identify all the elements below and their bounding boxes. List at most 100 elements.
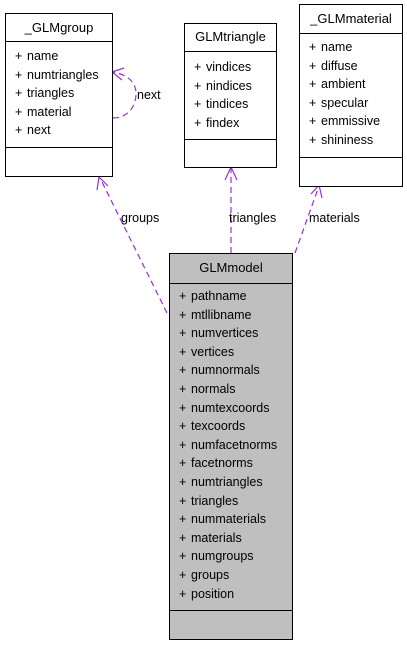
public-marker: + — [179, 289, 187, 303]
public-marker: + — [15, 67, 23, 82]
public-marker: + — [179, 493, 187, 508]
attribute-facetnorms: +facetnorms — [179, 454, 290, 473]
attribute-groups: + groups — [179, 566, 290, 585]
attribute-vindices: + vindices — [194, 58, 274, 77]
public-marker: + — [194, 97, 202, 112]
edge-label-next: next — [137, 88, 161, 102]
attribute-numfacetnorms: +numfacetnorms — [179, 436, 290, 455]
attribute-name: numnormals — [191, 363, 260, 378]
attribute-numvertices: + numvertices — [179, 324, 290, 343]
attribute-name: findex — [206, 115, 240, 130]
attribute-emmissive: + emmissive — [309, 112, 400, 131]
attribute-name: position — [191, 586, 235, 601]
attribute-name: shininess — [321, 132, 374, 147]
public-marker: + — [179, 344, 187, 359]
arrowhead-next — [110, 67, 125, 81]
class-divider — [300, 33, 402, 34]
attribute-nummaterials: + nummaterials — [179, 510, 290, 529]
attribute-normals: + normals — [179, 380, 290, 399]
public-marker: + — [179, 567, 187, 582]
attribute-name: emmissive — [321, 114, 381, 129]
attribute-list-glmmodel: + pathname + mtllibname + numvertices + vertice… — [179, 287, 290, 603]
attribute-name: + name — [309, 38, 400, 57]
attribute-name: next — [27, 123, 51, 138]
attribute-ambient: + ambient — [309, 75, 400, 94]
attribute-nindices: + nindices — [194, 77, 274, 96]
public-marker: + — [194, 60, 202, 74]
public-marker: + — [179, 326, 187, 341]
public-marker: + — [309, 40, 317, 54]
attribute-numgroups: + numgroups — [179, 547, 290, 566]
attribute-name: vindices — [206, 60, 252, 74]
attribute-materials: +materials — [179, 529, 290, 548]
attribute-tindices: + tindices — [194, 95, 274, 114]
attribute-numtriangles: + numtriangles — [15, 66, 110, 85]
class-divider — [300, 157, 402, 158]
public-marker: + — [15, 49, 23, 63]
edge-next-self — [112, 71, 137, 119]
class-divider — [170, 610, 292, 611]
attribute-name: nindices — [206, 78, 252, 93]
attribute-name: normals — [191, 381, 236, 396]
class-box-glmmaterial: _GLMmaterial +name+diffuse+ambient+specu… — [299, 4, 403, 187]
attribute-name: + name — [15, 47, 110, 66]
class-title-glmgroup: _GLMgroup — [24, 20, 94, 35]
public-marker: + — [179, 512, 187, 527]
public-marker: + — [194, 78, 202, 93]
attribute-texcoords: +texcoords — [179, 417, 290, 436]
attribute-name: numgroups — [191, 549, 254, 564]
class-divider — [6, 147, 112, 148]
attribute-name: texcoords — [191, 419, 246, 434]
public-marker: + — [15, 123, 23, 138]
class-divider — [170, 283, 292, 284]
attribute-name: numtriangles — [191, 474, 263, 489]
attribute-name: mtllibname — [191, 307, 252, 322]
attribute-pathname: + pathname — [179, 287, 290, 306]
attribute-name: numvertices — [191, 326, 259, 341]
public-marker: + — [309, 114, 317, 129]
public-marker: + — [179, 307, 187, 322]
public-marker: + — [179, 456, 187, 471]
public-marker: + — [194, 115, 202, 130]
class-box-glmgroup: _GLMgroup + name + numtriangles +triangles+m… — [5, 13, 113, 177]
attribute-material: +material — [15, 103, 110, 122]
attribute-next: + next — [15, 121, 110, 140]
attribute-name: ambient — [321, 77, 366, 92]
attribute-findex: + findex — [194, 114, 274, 133]
attribute-numtriangles: + numtriangles — [179, 473, 290, 492]
class-title-glmmaterial: _GLMmaterial — [310, 11, 392, 26]
attribute-name: materials — [191, 530, 242, 545]
attribute-name: tindices — [206, 97, 249, 112]
class-divider — [185, 139, 276, 140]
public-marker: + — [179, 437, 187, 452]
attribute-name: name — [27, 49, 59, 63]
class-box-glmmodel: GLMmodel + pathname + mtllibname + numvertice… — [169, 253, 293, 640]
attribute-name: numtriangles — [27, 67, 99, 82]
public-marker: + — [179, 381, 187, 396]
public-marker: + — [309, 95, 317, 110]
edge-label-triangles: triangles — [229, 211, 277, 225]
attribute-name: numtexcoords — [191, 400, 270, 415]
public-marker: + — [309, 58, 317, 73]
public-marker: + — [309, 77, 317, 92]
attribute-name: name — [321, 40, 353, 54]
attribute-name: vertices — [191, 344, 235, 359]
class-title-glmtriangle: GLMtriangle — [195, 29, 266, 44]
public-marker: + — [309, 132, 317, 147]
attribute-name: pathname — [191, 289, 247, 303]
attribute-name: groups — [191, 567, 230, 582]
attribute-diffuse: +diffuse — [309, 57, 400, 76]
attribute-list-glmtriangle: + vindices + nindices + tindices + findex — [194, 58, 274, 132]
attribute-list-glmgroup: +name+numtriangles+triangles+material+ne… — [15, 47, 110, 140]
attribute-triangles: +triangles — [179, 492, 290, 511]
public-marker: + — [179, 549, 187, 564]
attribute-shininess: + shininess — [309, 131, 400, 150]
attribute-list-glmmaterial: +name+diffuse+ambient+specular+emmissive… — [309, 38, 400, 150]
public-marker: + — [179, 586, 187, 601]
attribute-name: nummaterials — [191, 512, 267, 527]
public-marker: + — [15, 104, 23, 119]
class-title-glmmodel: GLMmodel — [199, 260, 263, 275]
public-marker: + — [179, 474, 187, 489]
attribute-triangles: +triangles — [15, 84, 110, 103]
